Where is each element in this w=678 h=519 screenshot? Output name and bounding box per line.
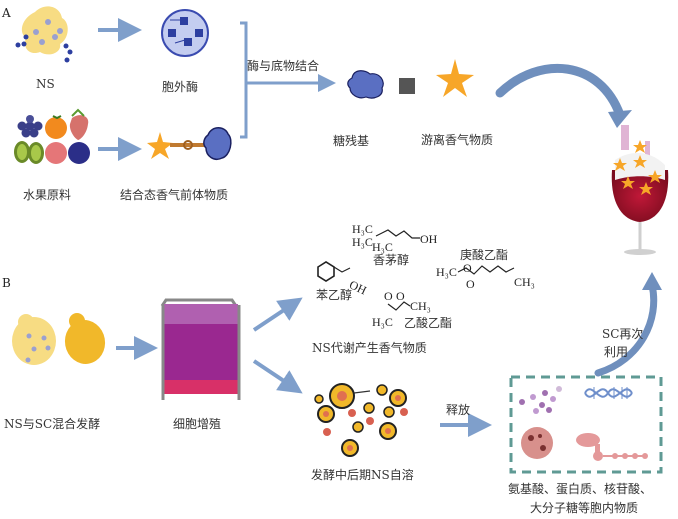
autolysis-cells-icon	[314, 383, 408, 457]
metabolite-aroma-label: NS代谢产生香气物质	[312, 341, 427, 355]
svg-text:OH: OH	[420, 232, 438, 246]
geraniol-structure: H₃C H₃C H₃C OH	[352, 222, 438, 254]
sugar-residue-label: 糖残基	[333, 134, 370, 148]
strawberry-icon	[69, 115, 89, 140]
free-aroma-label: 游离香气物质	[421, 133, 494, 147]
svg-text:OH: OH	[347, 277, 369, 297]
peach-icon	[45, 142, 67, 164]
ns-yeast-icon	[15, 6, 73, 63]
phenylethanol-structure: OH	[317, 261, 369, 298]
svg-text:O: O	[463, 261, 472, 275]
svg-text:CH₃: CH₃	[514, 275, 535, 289]
panel-a-label: A	[2, 6, 11, 20]
geraniol-name: 香茅醇	[373, 253, 410, 267]
fruit-icon	[14, 108, 90, 164]
intracellular-label-line2: 大分子糖等胞内物质	[530, 501, 639, 515]
ethyl-acetate-structure: O O CH₃ H₃C	[372, 289, 431, 329]
grapes-icon	[17, 115, 43, 138]
kiwi-icon	[14, 141, 44, 164]
ethyl-heptanoate-structure: H₃C O O CH₃	[436, 261, 535, 291]
polysaccharide-icon	[576, 433, 648, 461]
fruit-label: 水果原料	[23, 188, 72, 202]
binding-label: 酶与底物结合	[247, 59, 320, 73]
bound-precursor-icon	[147, 127, 232, 160]
separator-square	[399, 78, 415, 94]
binding-bracket	[240, 21, 248, 139]
dna-icon	[584, 387, 633, 399]
ns-sc-yeast-icon	[12, 313, 106, 365]
svg-text:O: O	[396, 289, 405, 303]
curved-arrow-reuse	[594, 281, 658, 377]
protein-icon	[521, 427, 553, 459]
svg-text:CH₃: CH₃	[410, 299, 431, 313]
phenylethanol-name: 苯乙醇	[316, 288, 353, 302]
svg-text:H₃C: H₃C	[372, 240, 393, 254]
free-aroma-star-icon	[436, 59, 474, 97]
wine-glass-icon	[611, 125, 669, 255]
release-label: 释放	[446, 403, 471, 417]
extracellular-enzyme-label: 胞外酶	[162, 80, 199, 94]
autolysis-label: 发酵中后期NS自溶	[311, 468, 414, 482]
orange-icon	[45, 117, 67, 139]
reuse-label-line2: 利用	[604, 345, 629, 359]
ethyl-acetate-name: 乙酸乙酯	[404, 316, 453, 330]
arrow-to-autolysis	[252, 359, 303, 394]
svg-text:H₃C: H₃C	[372, 315, 393, 329]
curved-arrow-to-wine	[495, 63, 625, 120]
svg-text:H₃C: H₃C	[352, 222, 373, 236]
amino-acid-dots-icon	[519, 386, 562, 414]
bound-precursor-label: 结合态香气前体物质	[120, 188, 229, 202]
mixed-fermentation-label: NS与SC混合发酵	[4, 417, 101, 431]
intracellular-label-line1: 氨基酸、蛋白质、核苷酸、	[508, 482, 653, 496]
cell-proliferation-label: 细胞增殖	[173, 417, 222, 431]
svg-text:O: O	[466, 277, 475, 291]
reuse-label-line1: SC再次	[602, 327, 644, 341]
svg-text:H₃C: H₃C	[436, 265, 457, 279]
sugar-residue-icon	[347, 70, 384, 99]
panel-b-label: B	[2, 276, 11, 290]
ethyl-heptanoate-name: 庚酸乙酯	[460, 248, 509, 262]
intracellular-box	[509, 375, 663, 474]
svg-text:O: O	[384, 289, 393, 303]
blueberry-icon	[68, 142, 90, 164]
ns-label: NS	[36, 77, 55, 91]
arrow-to-metabolism	[252, 297, 303, 332]
extracellular-enzyme-icon	[161, 9, 209, 57]
fermentation-tank-icon	[160, 298, 241, 400]
svg-text:H₃C: H₃C	[352, 235, 373, 249]
